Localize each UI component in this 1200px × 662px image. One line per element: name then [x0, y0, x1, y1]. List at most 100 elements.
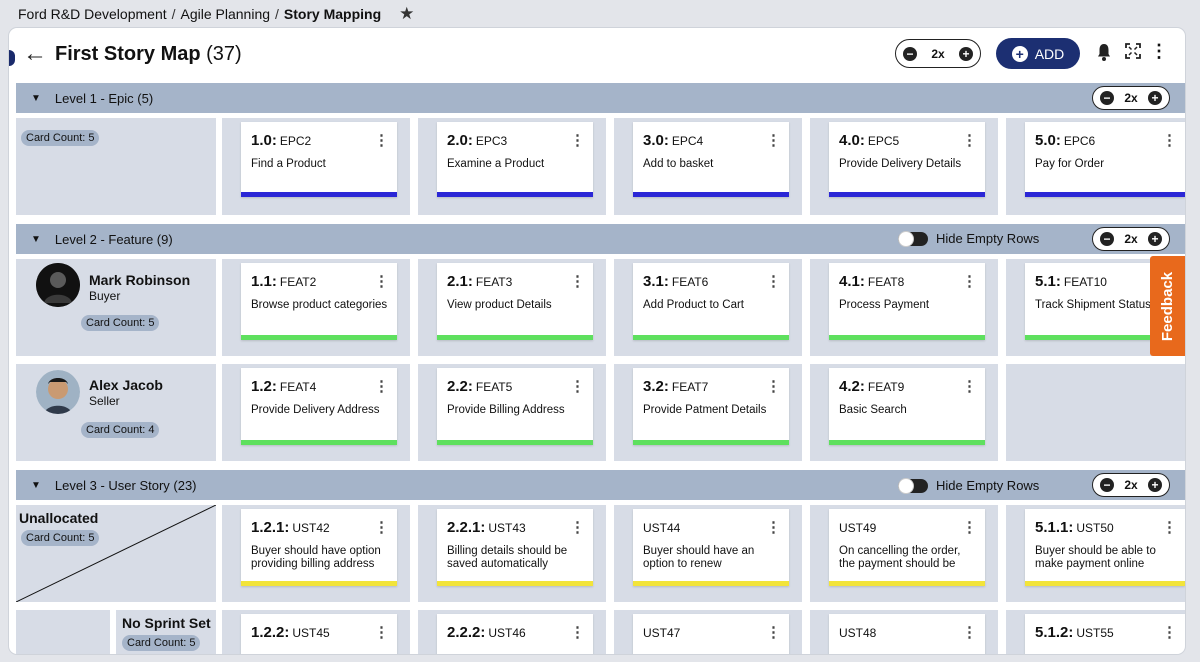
card-menu-icon[interactable]: ⋮ — [374, 132, 389, 149]
card-number: 3.1: — [643, 273, 669, 290]
card-menu-icon[interactable]: ⋮ — [766, 624, 781, 641]
card-menu-icon[interactable]: ⋮ — [570, 132, 585, 149]
card-color-stripe — [633, 440, 789, 445]
story-card[interactable]: UST48 ⋮ — [829, 614, 985, 654]
card-menu-icon[interactable]: ⋮ — [766, 273, 781, 290]
epic-card[interactable]: 2.0:EPC3 ⋮ Examine a Product — [437, 122, 593, 197]
card-code: UST47 — [643, 626, 681, 640]
card-menu-icon[interactable]: ⋮ — [766, 519, 781, 536]
add-button[interactable]: + ADD — [996, 38, 1080, 69]
card-number: 2.2.1: — [447, 519, 486, 536]
card-menu-icon[interactable]: ⋮ — [1162, 624, 1177, 641]
zoom-out-icon[interactable]: − — [1100, 478, 1114, 492]
toggle-switch[interactable] — [898, 230, 928, 247]
card-menu-icon[interactable]: ⋮ — [374, 273, 389, 290]
story-card[interactable]: UST44 ⋮ Buyer should have an option to r… — [633, 509, 789, 586]
card-code: FEAT6 — [671, 275, 709, 289]
card-menu-icon[interactable]: ⋮ — [766, 378, 781, 395]
story-card[interactable]: 2.2.1:UST43 ⋮ Billing details should be … — [437, 509, 593, 586]
card-menu-icon[interactable]: ⋮ — [374, 378, 389, 395]
card-menu-icon[interactable]: ⋮ — [570, 378, 585, 395]
story-card[interactable]: 2.2.2:UST46 ⋮ — [437, 614, 593, 654]
feedback-tab[interactable]: Feedback — [1150, 256, 1185, 356]
persona-name: Mark Robinson — [89, 272, 191, 288]
collapse-caret-icon[interactable]: ▼ — [31, 233, 41, 245]
breadcrumb-project[interactable]: Agile Planning — [180, 6, 271, 22]
card-number: 4.2: — [839, 378, 865, 395]
zoom-in-icon[interactable]: + — [1147, 91, 1162, 105]
hide-empty-rows-toggle[interactable]: Hide Empty Rows — [898, 477, 1039, 494]
card-code: EPC6 — [1063, 134, 1096, 148]
breadcrumb-org[interactable]: Ford R&D Development — [18, 6, 167, 22]
story-card[interactable]: 5.1.1:UST50 ⋮ Buyer should be able to ma… — [1025, 509, 1185, 586]
card-menu-icon[interactable]: ⋮ — [374, 624, 389, 641]
hide-empty-rows-toggle[interactable]: Hide Empty Rows — [898, 230, 1039, 247]
card-color-stripe — [829, 581, 985, 586]
card-title: Buyer should have an option to renew — [643, 545, 755, 570]
level-3-zoom-control: − 2x + — [1092, 473, 1170, 497]
back-arrow-icon[interactable]: ← — [23, 40, 47, 67]
zoom-in-icon[interactable]: + — [958, 46, 973, 61]
card-title: Provide Delivery Address — [251, 404, 380, 416]
zoom-out-icon[interactable]: − — [1100, 91, 1114, 105]
story-card[interactable]: 1.2.1:UST42 ⋮ Buyer should have option p… — [241, 509, 397, 586]
zoom-in-icon[interactable]: + — [1147, 478, 1162, 492]
card-menu-icon[interactable]: ⋮ — [570, 519, 585, 536]
card-code: FEAT2 — [279, 275, 317, 289]
fullscreen-icon[interactable] — [1125, 43, 1141, 59]
card-menu-icon[interactable]: ⋮ — [962, 378, 977, 395]
card-color-stripe — [829, 335, 985, 340]
card-title: View product Details — [447, 299, 552, 311]
feature-card[interactable]: 3.2:FEAT7 ⋮ Provide Patment Details — [633, 368, 789, 445]
card-menu-icon[interactable]: ⋮ — [1162, 519, 1177, 536]
story-card[interactable]: 1.2.2:UST45 ⋮ — [241, 614, 397, 654]
card-menu-icon[interactable]: ⋮ — [1162, 132, 1177, 149]
feature-card[interactable]: 1.2:FEAT4 ⋮ Provide Delivery Address — [241, 368, 397, 445]
add-button-label: ADD — [1034, 45, 1065, 62]
card-menu-icon[interactable]: ⋮ — [570, 624, 585, 641]
collapse-caret-icon[interactable]: ▼ — [31, 479, 41, 491]
epic-card[interactable]: 4.0:EPC5 ⋮ Provide Delivery Details — [829, 122, 985, 197]
card-title: Provide Billing Address — [447, 404, 565, 416]
story-card[interactable]: UST47 ⋮ — [633, 614, 789, 654]
star-icon[interactable]: ★ — [399, 4, 415, 23]
card-menu-icon[interactable]: ⋮ — [766, 132, 781, 149]
story-card[interactable]: UST49 ⋮ On cancelling the order, the pay… — [829, 509, 985, 586]
zoom-out-icon[interactable]: − — [1100, 232, 1114, 246]
story-card[interactable]: 5.1.2:UST55 ⋮ — [1025, 614, 1185, 654]
card-menu-icon[interactable]: ⋮ — [374, 519, 389, 536]
feature-card[interactable]: 2.1:FEAT3 ⋮ View product Details — [437, 263, 593, 340]
zoom-in-icon[interactable]: + — [1147, 232, 1162, 246]
card-title: Examine a Product — [447, 158, 545, 170]
feature-card[interactable]: 4.2:FEAT9 ⋮ Basic Search — [829, 368, 985, 445]
card-code: UST43 — [488, 521, 526, 535]
card-menu-icon[interactable]: ⋮ — [962, 132, 977, 149]
card-color-stripe — [1025, 192, 1185, 197]
card-count-badge: Card Count: 5 — [122, 635, 201, 651]
card-number: 5.1.1: — [1035, 519, 1074, 536]
collapse-caret-icon[interactable]: ▼ — [31, 92, 41, 104]
card-menu-icon[interactable]: ⋮ — [570, 273, 585, 290]
card-menu-icon[interactable]: ⋮ — [962, 519, 977, 536]
toggle-switch[interactable] — [898, 477, 928, 494]
bell-icon[interactable] — [1096, 42, 1112, 62]
card-color-stripe — [437, 192, 593, 197]
card-color-stripe — [829, 192, 985, 197]
card-menu-icon[interactable]: ⋮ — [962, 273, 977, 290]
edge-indicator — [9, 50, 15, 66]
zoom-out-icon[interactable]: − — [903, 46, 917, 61]
feature-card[interactable]: 2.2:FEAT5 ⋮ Provide Billing Address — [437, 368, 593, 445]
card-menu-icon[interactable]: ⋮ — [962, 624, 977, 641]
epic-card[interactable]: 1.0:EPC2 ⋮ Find a Product — [241, 122, 397, 197]
card-number: 2.2: — [447, 378, 473, 395]
card-number: 3.2: — [643, 378, 669, 395]
card-color-stripe — [437, 440, 593, 445]
feature-card[interactable]: 4.1:FEAT8 ⋮ Process Payment — [829, 263, 985, 340]
card-number: 2.2.2: — [447, 624, 486, 641]
more-options-icon[interactable]: ⋮ — [1150, 41, 1168, 61]
epic-card[interactable]: 5.0:EPC6 ⋮ Pay for Order — [1025, 122, 1185, 197]
feature-card[interactable]: 3.1:FEAT6 ⋮ Add Product to Cart — [633, 263, 789, 340]
page-title-count: (37) — [206, 43, 242, 65]
feature-card[interactable]: 1.1:FEAT2 ⋮ Browse product categories — [241, 263, 397, 340]
epic-card[interactable]: 3.0:EPC4 ⋮ Add to basket — [633, 122, 789, 197]
